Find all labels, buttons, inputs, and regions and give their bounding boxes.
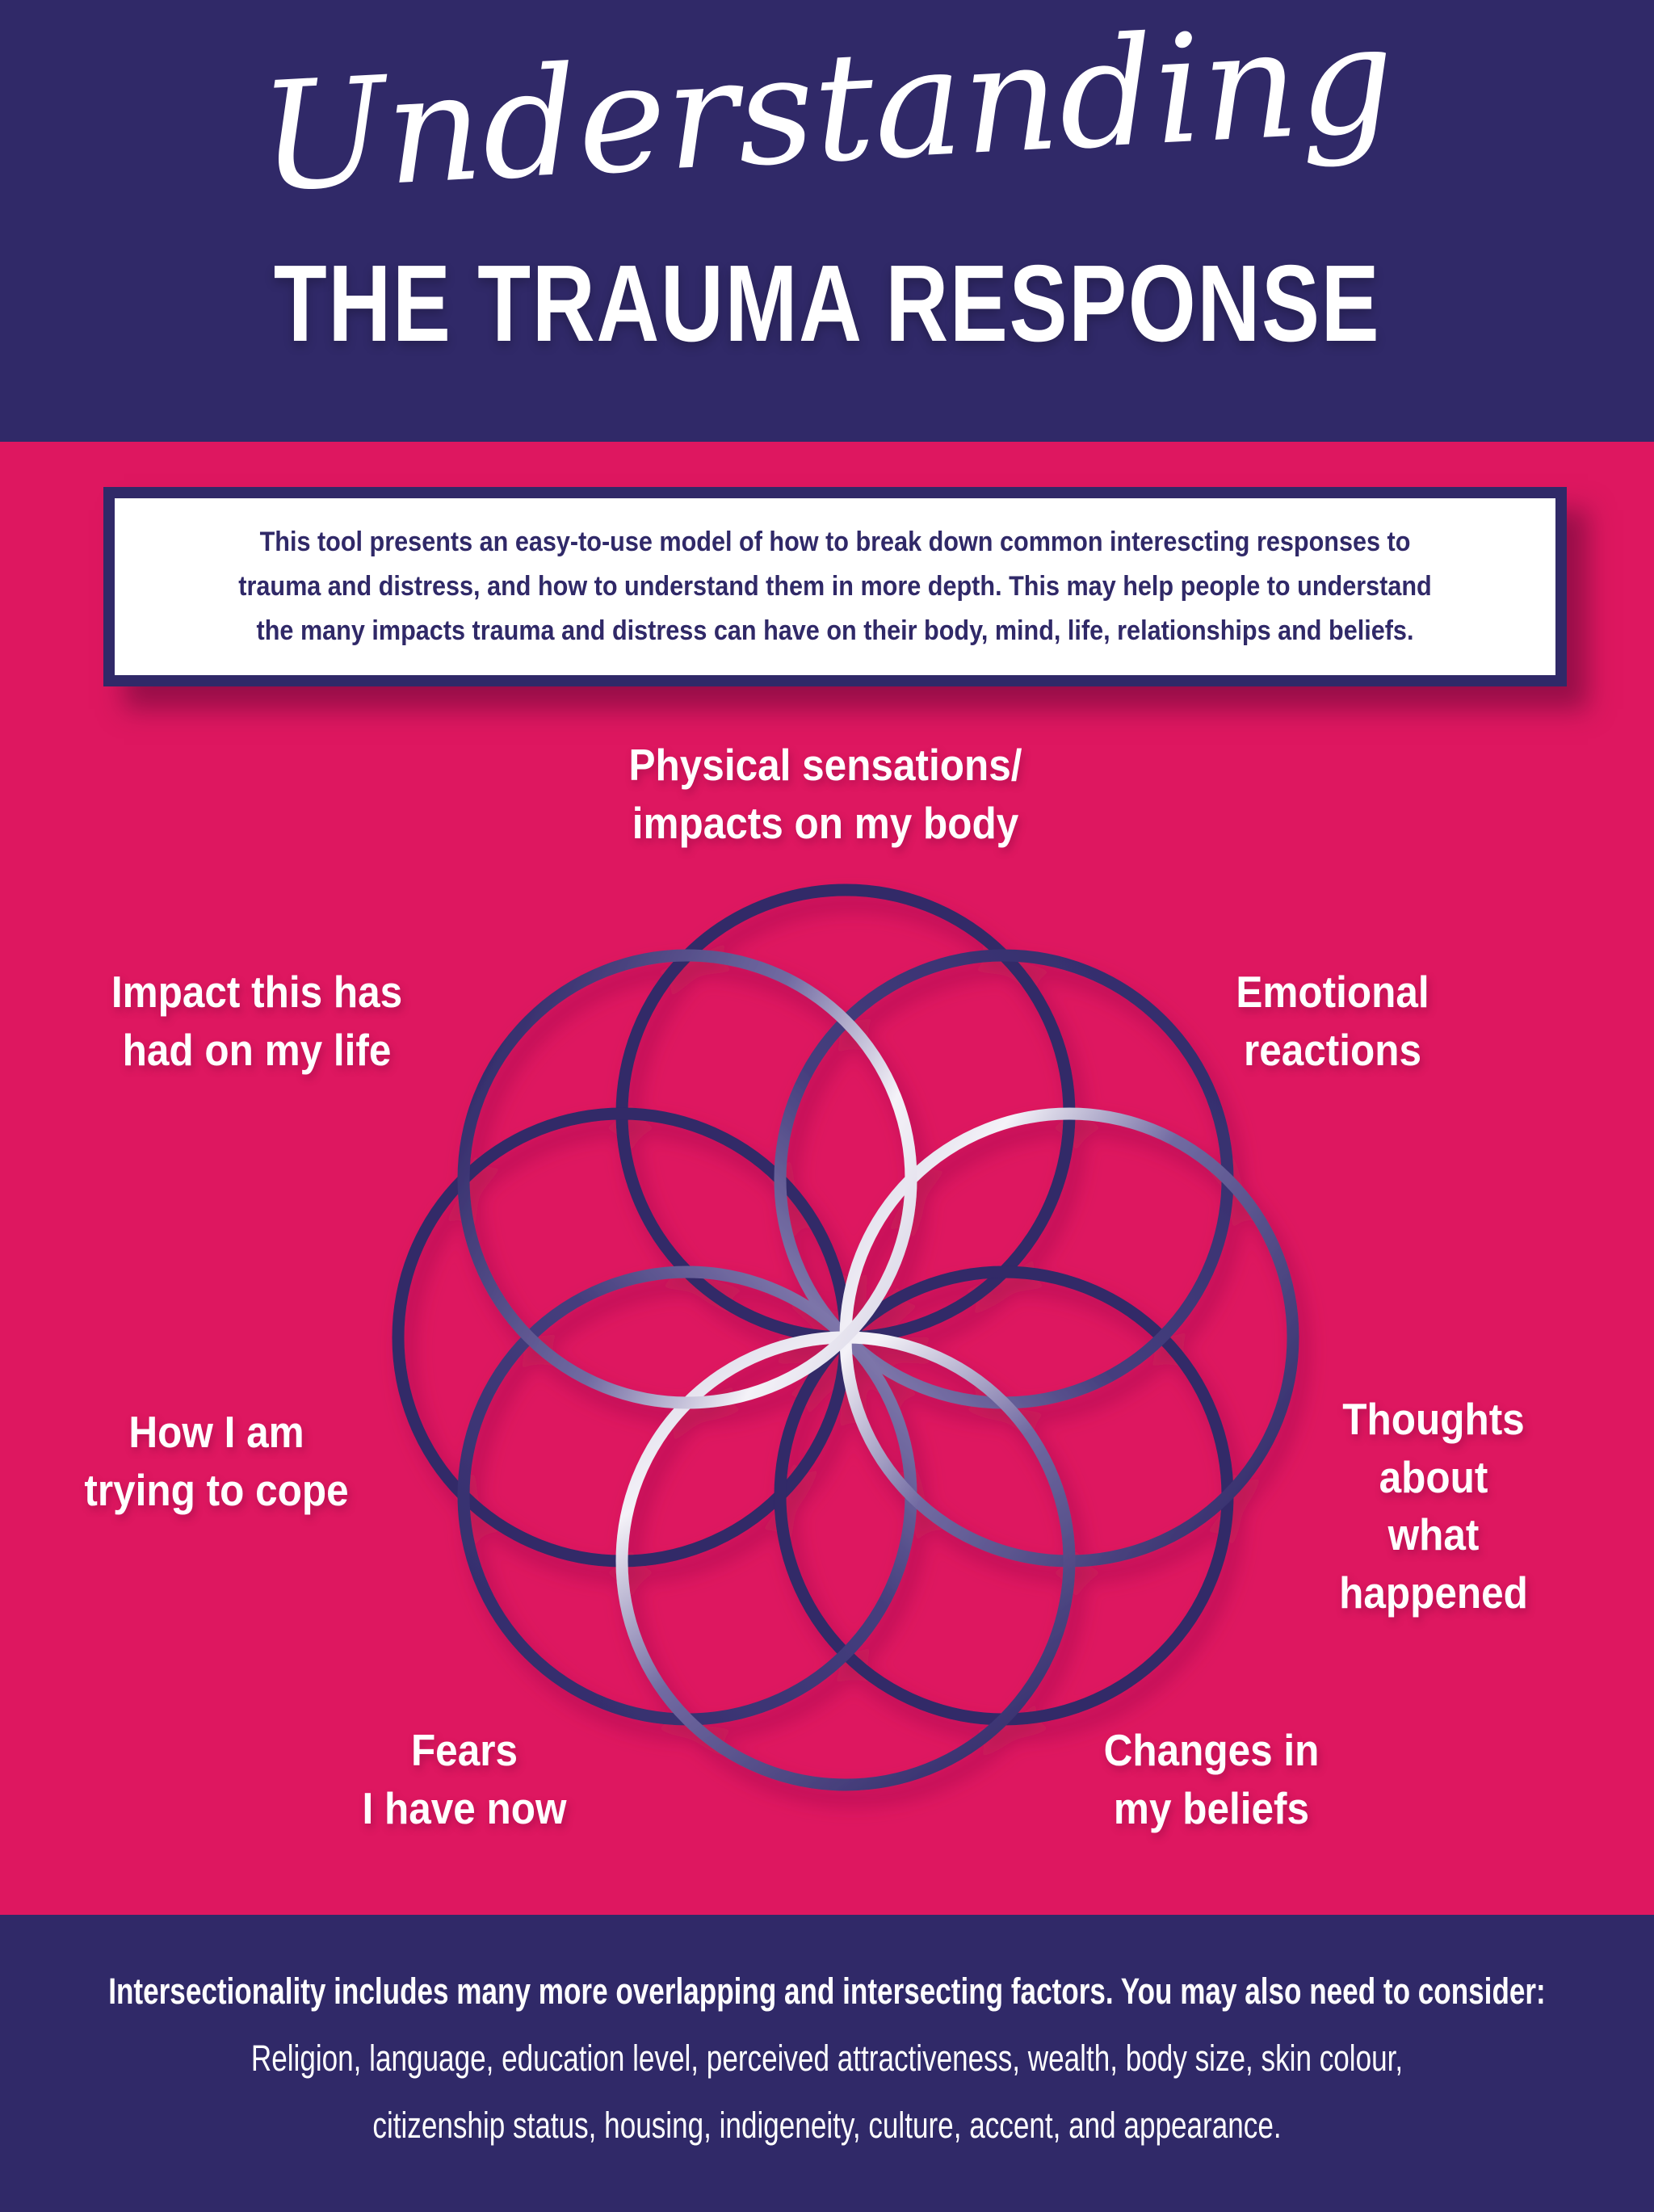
footer-line: Religion, language, education level, per…: [250, 2038, 1404, 2079]
intro-text: This tool presents an easy-to-use model …: [238, 526, 1432, 647]
diagram-label-emotional-reactions: Emotional reactions: [1236, 967, 1429, 1075]
diagram-label-fears: Fears I have now: [362, 1725, 567, 1833]
diagram-label-impact-on-life: Impact this has had on my life: [111, 967, 403, 1075]
diagram-label-thoughts: Thoughts about what happened: [1339, 1394, 1528, 1618]
footer-headline: Intersectionality includes many more ove…: [108, 1971, 1546, 2012]
diagram-label-physical-sensations: Physical sensations/ impacts on my body: [628, 740, 1022, 848]
diagram-label-beliefs: Changes in my beliefs: [1103, 1725, 1320, 1833]
footer-line: citizenship status, housing, indigeneity…: [372, 2105, 1282, 2146]
main-title: THE TRAUMA RESPONSE: [273, 242, 1381, 364]
diagram-label-coping: How I am trying to cope: [84, 1407, 349, 1515]
intro-box: This tool presents an easy-to-use model …: [103, 487, 1567, 686]
header-band: Understanding THE TRAUMA RESPONSE: [0, 0, 1654, 442]
footer-band: Intersectionality includes many more ove…: [0, 1915, 1654, 2212]
rosette-circle: [457, 949, 917, 1409]
